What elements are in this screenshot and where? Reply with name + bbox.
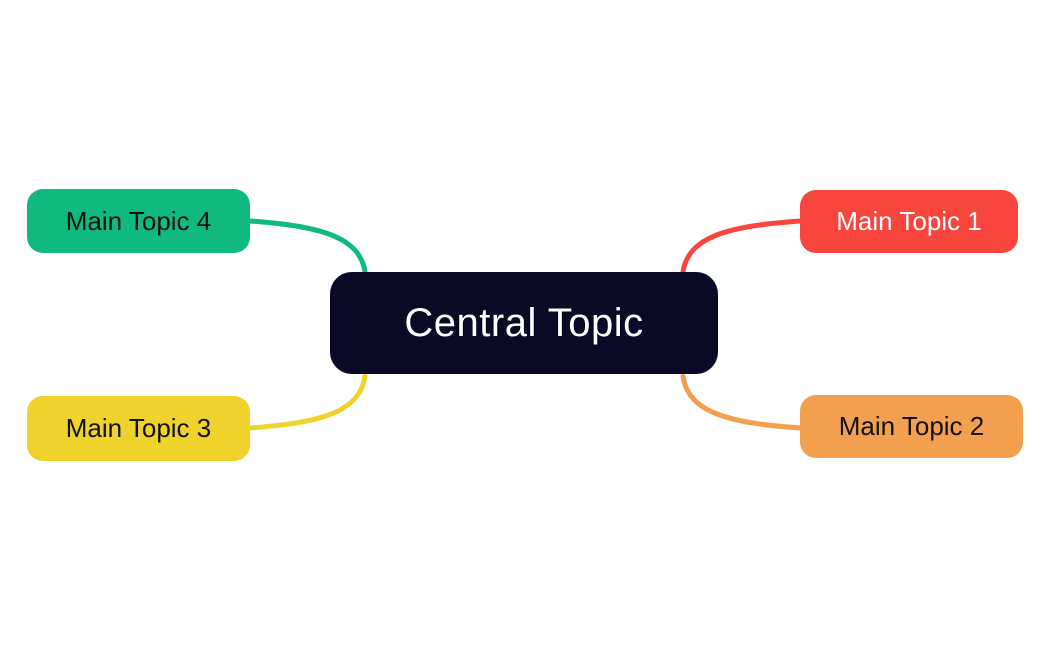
central-topic-label: Central Topic bbox=[404, 300, 644, 345]
main-topic-3-label: Main Topic 3 bbox=[65, 413, 212, 443]
connector-central-to-topic1 bbox=[680, 218, 803, 275]
main-topic-4-label: Main Topic 4 bbox=[65, 205, 212, 236]
connector-central-to-topic2 bbox=[680, 373, 803, 431]
main-topic-1-node[interactable]: Main Topic 1 bbox=[800, 190, 1018, 253]
main-topic-4-node[interactable]: Main Topic 4 bbox=[27, 189, 250, 253]
connector-central-to-topic3 bbox=[247, 373, 368, 431]
connector-central-to-topic4 bbox=[247, 218, 368, 275]
central-topic-node[interactable]: Central Topic bbox=[330, 272, 718, 374]
main-topic-1-label: Main Topic 1 bbox=[836, 206, 982, 236]
main-topic-2-label: Main Topic 2 bbox=[838, 411, 985, 441]
main-topic-3-node[interactable]: Main Topic 3 bbox=[27, 396, 250, 461]
main-topic-2-node[interactable]: Main Topic 2 bbox=[800, 395, 1023, 458]
